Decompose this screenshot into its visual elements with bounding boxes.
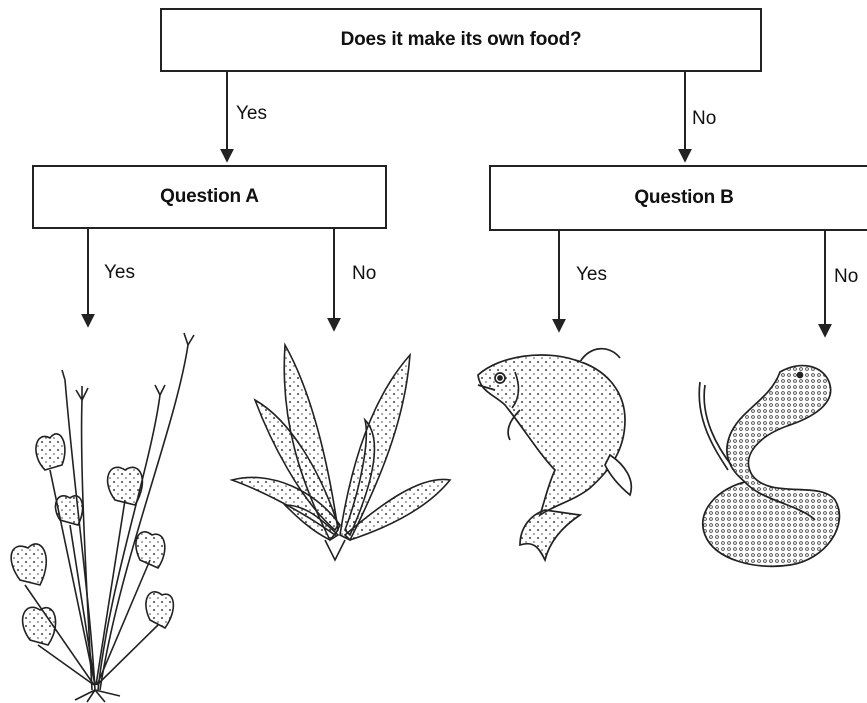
question-a-text: Question A <box>160 186 259 208</box>
a-yes-label: Yes <box>104 262 135 284</box>
root-yes-label: Yes <box>236 103 267 125</box>
question-b-box: Question B <box>489 165 867 231</box>
root-question-box: Does it make its own food? <box>160 8 762 72</box>
question-a-box: Question A <box>32 165 387 229</box>
question-b-text: Question B <box>634 187 733 209</box>
b-yes-label: Yes <box>576 264 607 286</box>
flowering-plant-icon <box>11 333 194 702</box>
snake-icon <box>699 366 839 567</box>
b-no-label: No <box>834 266 858 288</box>
fish-icon <box>478 349 631 560</box>
root-no-label: No <box>692 108 716 130</box>
a-no-label: No <box>352 263 376 285</box>
root-question-text: Does it make its own food? <box>341 29 582 51</box>
leafy-plant-icon <box>232 345 450 560</box>
